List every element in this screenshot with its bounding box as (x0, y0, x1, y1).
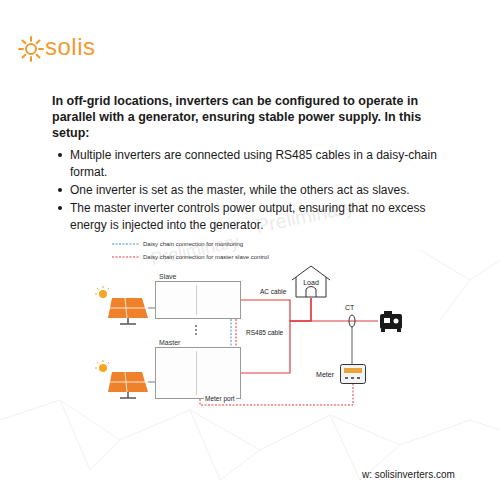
meter-terminals (345, 377, 360, 379)
ct-label: CT (345, 303, 354, 312)
watermark: Preliminary (149, 231, 241, 270)
legend-text: Daisy chain connection for monitoring (143, 240, 243, 248)
ct-wire (352, 327, 353, 366)
bullet-text: Multiple inverters are connected using R… (70, 147, 450, 181)
load-label: Load (288, 279, 334, 287)
edge-label: Meter port (204, 395, 236, 403)
heading: In off-grid locations, inverters can be … (52, 93, 452, 141)
logo-text: solis (45, 33, 96, 61)
ellipsis-dots (195, 325, 197, 335)
inverter-label: Master (155, 338, 241, 347)
meter-screen (344, 368, 362, 373)
load-node: Load (288, 264, 334, 298)
background-network (0, 250, 500, 480)
solar-panel (95, 286, 148, 398)
edge-label: RS485 cable (245, 329, 284, 337)
legend-line (112, 257, 139, 258)
inverter-box: Master (155, 338, 241, 399)
meter-node: Meter (316, 364, 366, 384)
legend-line (112, 244, 139, 245)
connector (241, 298, 311, 373)
website: w: solisinverters.com (362, 469, 455, 480)
ct-clamp (349, 315, 355, 327)
connector (231, 319, 236, 347)
meter-icon (340, 364, 366, 384)
rs485-monitor (231, 319, 232, 347)
bullet-text: The master inverter controls power outpu… (70, 200, 450, 234)
bullet-dots (58, 153, 62, 210)
inverter-body (155, 347, 241, 399)
ac-cable (241, 298, 311, 321)
bullet-text: One inverter is set as the master, while… (70, 182, 450, 199)
inverter-box: Slave (155, 272, 241, 319)
inverter-label: Slave (155, 272, 241, 281)
ac-cable (241, 298, 311, 373)
meter-label: Meter (316, 370, 334, 379)
house-door (306, 287, 316, 298)
legend-text: Daisy chain connection for master slave … (143, 253, 269, 261)
connector (241, 298, 311, 321)
rs485-control (236, 319, 237, 347)
logo-sun (19, 37, 43, 61)
meter-case (341, 365, 366, 384)
generator-icon (380, 311, 402, 332)
edge-label: AC cable (259, 288, 287, 296)
inverter-body (155, 281, 241, 319)
